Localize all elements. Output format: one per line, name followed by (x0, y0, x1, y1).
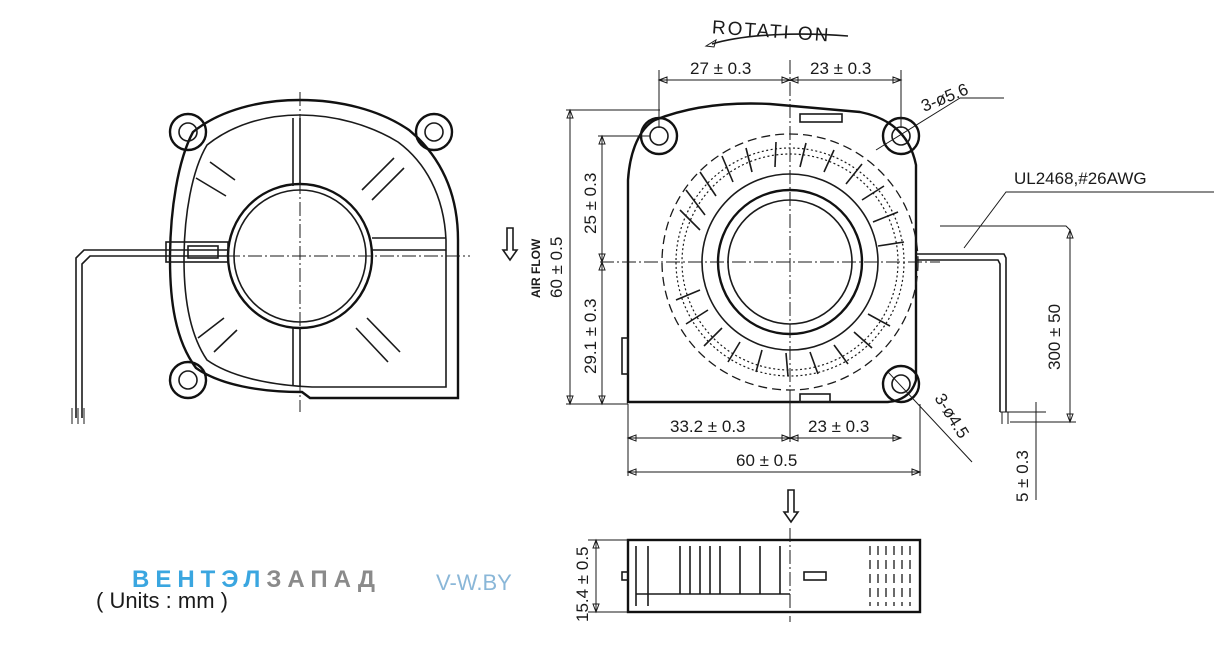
dim-height-total: 60 ± 0.5 (547, 237, 566, 298)
dim-height-lower: 29.1 ± 0.3 (581, 299, 600, 375)
watermark-site: V-W.BY (436, 570, 512, 595)
watermark-ru-part2: ЗАПАД (266, 566, 381, 593)
back-view (71, 92, 470, 424)
front-view (600, 60, 1009, 424)
dim-width-total: 60 ± 0.5 (736, 451, 797, 470)
watermark-logo: ВЕНТЭЛЗАПАД (132, 566, 381, 594)
wire-spec-label: UL2468,#26AWG (1014, 169, 1147, 188)
dim-thickness: 15.4 ± 0.5 (573, 547, 592, 623)
rotation-label: ROTATI ON (711, 17, 831, 46)
airflow-label: AIR FLOW (529, 238, 543, 298)
dim-wire-length: 300 ± 50 (1045, 304, 1064, 370)
dimension-lines (501, 33, 1214, 524)
units-label: ( Units : mm ) (96, 588, 228, 613)
dim-top-right: 23 ± 0.3 (810, 59, 871, 78)
dim-top-left: 27 ± 0.3 (690, 59, 751, 78)
hole-large-label: 3-ø5.6 (918, 80, 971, 116)
dim-strip-length: 5 ± 0.3 (1013, 450, 1032, 502)
dim-bottom-right: 23 ± 0.3 (808, 417, 869, 436)
side-view (588, 528, 922, 622)
labels: ROTATI ON 27 ± 0.3 23 ± 0.3 3-ø5.6 UL246… (529, 17, 1147, 622)
dim-bottom-left: 33.2 ± 0.3 (670, 417, 746, 436)
watermark-ru-part1: ВЕНТЭЛ (132, 566, 267, 593)
dim-height-upper: 25 ± 0.3 (581, 173, 600, 234)
hole-small-label: 3-ø4.5 (931, 390, 973, 442)
